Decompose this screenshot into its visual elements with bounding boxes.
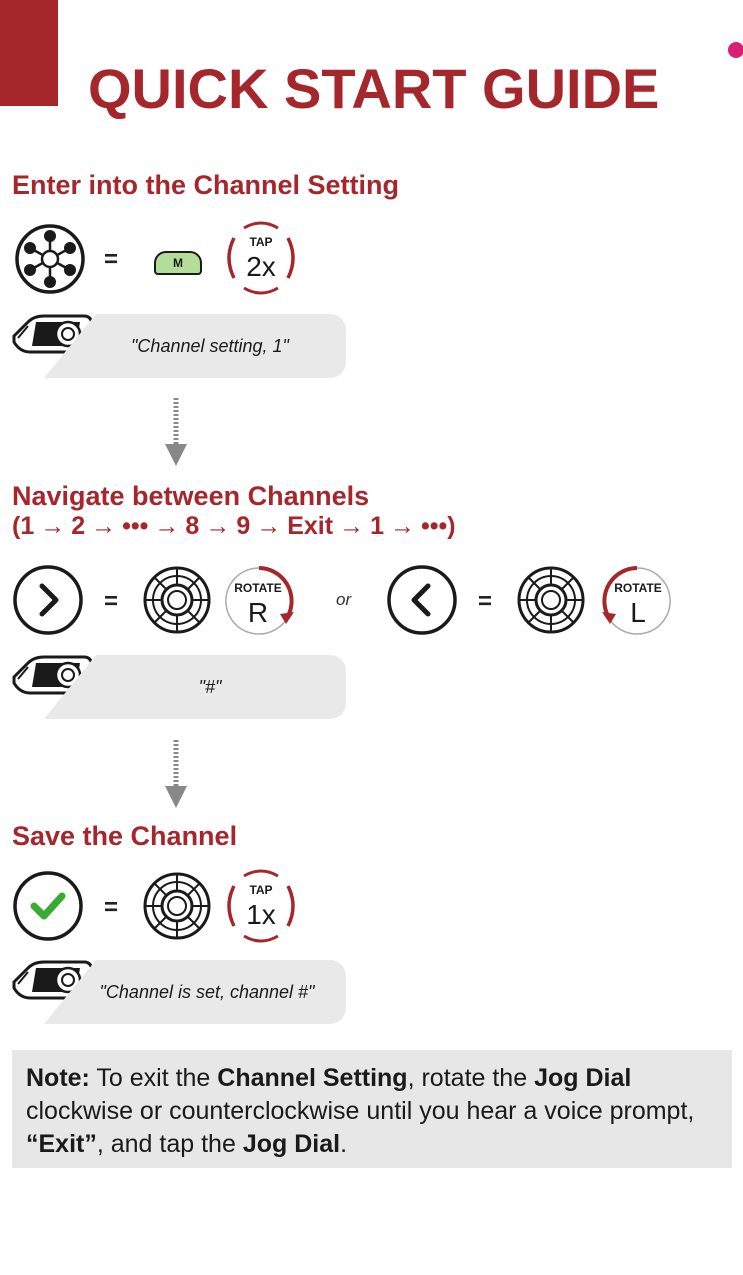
rotate-right-icon: ROTATE R bbox=[222, 564, 296, 643]
checkmark-icon bbox=[12, 870, 84, 947]
seq-item: 1 bbox=[370, 512, 384, 540]
seq-item: ••• bbox=[122, 512, 149, 540]
note-text: . bbox=[340, 1130, 348, 1158]
jog-dial-icon bbox=[142, 871, 212, 946]
voice-prompt-bubble: "Channel setting, 1" bbox=[44, 314, 346, 378]
next-chevron-icon bbox=[12, 564, 84, 641]
seq-item: Exit bbox=[287, 512, 334, 540]
note-emphasis: Channel Setting bbox=[217, 1064, 408, 1092]
rotate-left-icon: ROTATE L bbox=[600, 564, 674, 643]
note-emphasis: Jog Dial bbox=[534, 1064, 632, 1092]
section-heading-navigate-channels: Navigate between Channels bbox=[12, 481, 370, 511]
or-label: or bbox=[336, 590, 352, 609]
tap-count: 1x bbox=[246, 899, 276, 930]
jog-dial-icon bbox=[516, 565, 586, 640]
tap-label: TAP bbox=[249, 883, 272, 897]
note-box: Note: To exit the Channel Setting, rotat… bbox=[12, 1050, 732, 1168]
seq-arrow: → bbox=[389, 512, 415, 540]
equals-sign: = bbox=[104, 246, 119, 273]
note-text: , and tap the bbox=[96, 1130, 243, 1158]
voice-prompt-text: "#" bbox=[198, 676, 222, 697]
tap-count: 2x bbox=[246, 251, 276, 282]
section-heading-save-channel: Save the Channel bbox=[12, 821, 238, 851]
seq-arrow: → bbox=[205, 512, 231, 540]
rotate-direction: L bbox=[630, 597, 646, 628]
page-marker-dot bbox=[728, 42, 743, 58]
channel-sequence: (1→2→•••→8→9→Exit→1→•••) bbox=[12, 512, 462, 541]
tap-label: TAP bbox=[249, 235, 272, 249]
rotate-direction: R bbox=[248, 597, 268, 628]
note-text: , rotate the bbox=[407, 1064, 535, 1092]
note-emphasis: “Exit” bbox=[26, 1130, 97, 1158]
voice-prompt-text: "Channel setting, 1" bbox=[131, 335, 289, 356]
seq-arrow: → bbox=[40, 512, 66, 540]
seq-item: 2 bbox=[71, 512, 86, 540]
seq-item: 9 bbox=[236, 512, 251, 540]
note-text: clockwise or counterclockwise until you … bbox=[26, 1097, 695, 1125]
down-arrow-icon bbox=[162, 738, 190, 815]
previous-chevron-icon bbox=[386, 564, 458, 641]
rotate-label: ROTATE bbox=[234, 581, 282, 595]
voice-prompt-bubble: "Channel is set, channel #" bbox=[44, 960, 346, 1024]
page-title: QUICK START GUIDE bbox=[88, 57, 660, 120]
seq-arrow: → bbox=[256, 512, 282, 540]
note-text: To exit the bbox=[89, 1064, 218, 1092]
seq-arrow: → bbox=[339, 512, 365, 540]
m-button-icon: M bbox=[154, 251, 202, 275]
section-heading-enter-channel-setting: Enter into the Channel Setting bbox=[12, 170, 400, 200]
down-arrow-icon bbox=[162, 396, 190, 473]
voice-prompt-bubble: "#" bbox=[44, 655, 346, 719]
seq-arrow: → bbox=[91, 512, 117, 540]
m-button-label: M bbox=[173, 256, 183, 270]
note-emphasis: Jog Dial bbox=[242, 1130, 341, 1158]
mesh-intercom-icon bbox=[12, 224, 88, 299]
equals-sign: = bbox=[104, 588, 119, 615]
tap-once-icon: TAP 1x bbox=[222, 868, 300, 949]
header-accent-bar bbox=[0, 0, 58, 106]
equals-sign: = bbox=[104, 894, 119, 921]
seq-item: •••) bbox=[420, 512, 456, 540]
seq-item: (1 bbox=[12, 512, 35, 540]
equals-sign: = bbox=[478, 588, 493, 615]
tap-twice-icon: TAP 2x bbox=[222, 220, 300, 301]
seq-arrow: → bbox=[154, 512, 180, 540]
note-label: Note: bbox=[26, 1064, 90, 1092]
jog-dial-icon bbox=[142, 565, 212, 640]
rotate-label: ROTATE bbox=[614, 581, 662, 595]
seq-item: 8 bbox=[185, 512, 200, 540]
voice-prompt-text: "Channel is set, channel #" bbox=[99, 981, 315, 1002]
